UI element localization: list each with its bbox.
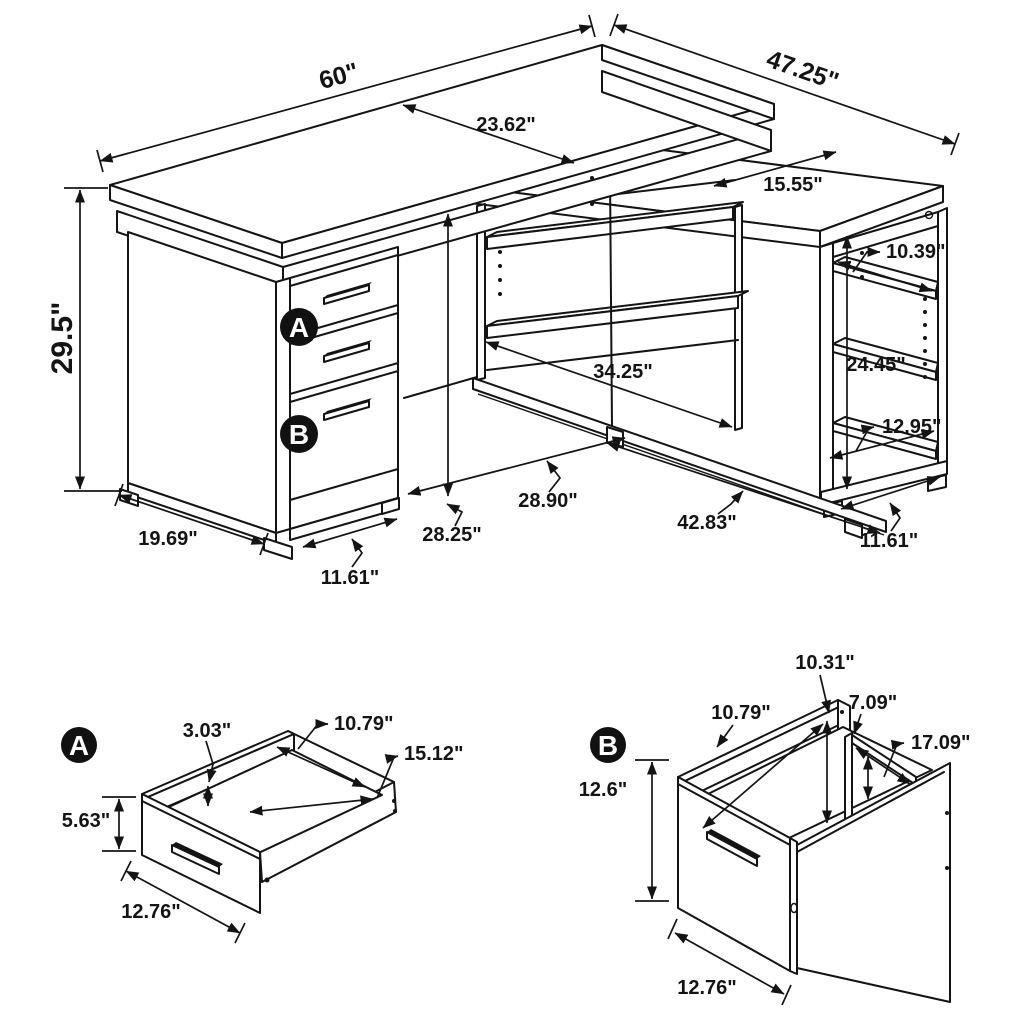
drawer-b-cam-hole	[790, 902, 798, 914]
detail-a-dimensions: 3.03" 10.79" 15.12" 5.63" 12.76"	[62, 713, 464, 944]
dim-a-rail-height: 3.03"	[183, 720, 231, 742]
drawer-a-holes	[264, 799, 397, 883]
badge-a-letter: A	[289, 312, 309, 343]
cam-hole	[924, 210, 934, 220]
bookcase-top-rail	[832, 211, 939, 258]
dim-a-front-height: 5.63"	[62, 810, 110, 832]
pedestal-foot-right	[381, 497, 400, 515]
middle-shelf-lower	[486, 290, 749, 339]
dim-b-inner-depth: 10.79"	[711, 702, 771, 724]
detail-a-drawer	[141, 730, 397, 914]
bookcase-shelf-2	[832, 337, 939, 381]
main-view: A B 60" 47.25" 23.62" 15.55"	[46, 13, 960, 589]
dim-shelf-bottom-depth: 12.95"	[882, 416, 942, 438]
pedestal-side-panel	[127, 231, 277, 534]
dim-bookcase-width: 11.61"	[860, 530, 918, 552]
dim-shelf-section-height: 24.45"	[846, 354, 906, 376]
pedestal-drawer-face	[289, 246, 399, 530]
drawer-b-front-edge	[789, 837, 798, 975]
pedestal-foot-front	[263, 537, 293, 560]
dim-a-inner-depth: 10.79"	[334, 713, 394, 735]
drawer-b-holes	[840, 710, 949, 870]
dim-pedestal-depth: 19.69"	[138, 528, 198, 550]
dim-b-front-height: 12.6"	[579, 779, 627, 801]
dim-a-inner-width: 15.12"	[404, 743, 464, 765]
detail-b-view: B 10.31"	[579, 652, 971, 1006]
dim-kneehole-width: 28.90"	[518, 490, 578, 512]
drawer-handle-2	[323, 340, 372, 363]
dim-b-rail-height: 7.09"	[849, 692, 897, 714]
dim-wing-depth: 15.55"	[763, 174, 823, 196]
dim-b-rail-length: 17.09"	[911, 732, 971, 754]
dim-pedestal-width: 11.61"	[321, 567, 379, 589]
detail-a-view: A 3.03" 10.79"	[61, 713, 464, 944]
bookcase-shelf-1	[832, 256, 939, 300]
badge-b: B	[280, 415, 318, 453]
dim-wing-length: 47.25"	[763, 45, 842, 96]
badge-b-letter: B	[289, 419, 309, 450]
desktop	[109, 44, 775, 289]
dim-kneehole-shelf-width: 34.25"	[593, 361, 653, 383]
dim-a-front-width: 12.76"	[121, 901, 181, 923]
drawer-handle-1	[323, 282, 372, 305]
dim-kneehole-height: 28.25"	[422, 524, 482, 546]
detail-b-badge-letter: B	[598, 730, 618, 761]
dim-b-front-width: 12.76"	[677, 977, 737, 999]
dim-wing-base-length: 42.83"	[677, 512, 737, 534]
drawer-handle-3	[323, 398, 372, 421]
dim-desktop-depth: 23.62"	[476, 114, 536, 136]
detail-b-dimensions: 10.31" 10.79" 7.09" 17.09" 12.6" 12.76"	[579, 652, 971, 1006]
detail-a-badge: A	[61, 727, 97, 763]
drawer-b-handle	[706, 829, 761, 867]
shelf-unit-right-panel	[734, 204, 743, 431]
dim-height: 29.5"	[46, 302, 79, 375]
badge-a: A	[280, 308, 318, 346]
dim-top-length: 60"	[316, 58, 362, 95]
divider-panel	[476, 203, 486, 381]
dim-b-back-height: 10.31"	[795, 652, 855, 674]
bookcase-left-post	[819, 242, 834, 505]
detail-b-badge: B	[590, 727, 626, 763]
dim-shelf-top-depth: 10.39"	[886, 241, 946, 263]
detail-a-badge-letter: A	[69, 730, 89, 761]
